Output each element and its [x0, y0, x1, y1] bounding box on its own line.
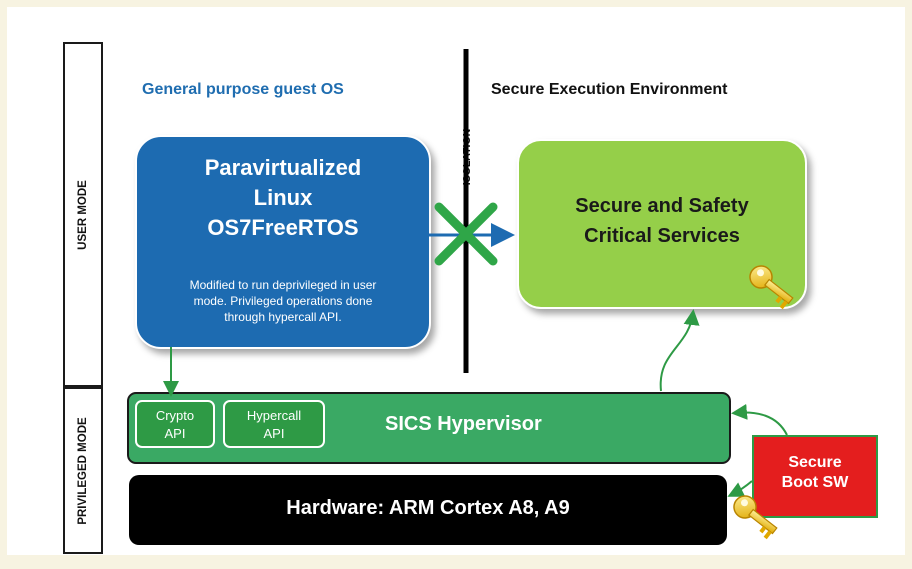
key-icon	[749, 265, 794, 310]
privileged-mode-label-box: PRIVILEGED MODE	[63, 387, 103, 554]
secure-title-line1: Secure and Safety	[575, 195, 749, 217]
hardware-title: Hardware: ARM Cortex A8, A9	[286, 497, 570, 519]
secure-box-title: Secure and Safety Critical Services	[519, 191, 805, 251]
linux-title-line3: OS7FreeRTOS	[207, 215, 359, 240]
hypercall-api-line1: Hypercall	[246, 408, 302, 423]
paravirtualized-linux-box: Paravirtualized Linux OS7FreeRTOS Modifi…	[135, 135, 431, 349]
cross-icon	[434, 202, 498, 266]
linux-box-title: Paravirtualized Linux OS7FreeRTOS	[137, 153, 429, 243]
boot-to-hardware-arrow	[727, 480, 753, 497]
user-mode-label-box: USER MODE	[63, 42, 103, 387]
hardware-bar	[129, 475, 727, 545]
secure-boot-box: Secure Boot SW	[752, 435, 878, 518]
key-icon	[733, 495, 778, 540]
hypervisor-to-secure-arrow	[659, 309, 700, 392]
hypercall-api-box: Hypercall API	[223, 400, 325, 448]
linux-desc-line2: mode. Privileged operations done	[193, 294, 373, 308]
linux-title-line1: Paravirtualized	[204, 155, 362, 180]
linux-title-line2: Linux	[253, 185, 313, 210]
linux-desc-line1: Modified to run deprivileged in user	[189, 278, 377, 292]
secure-title-line2: Critical Services	[584, 225, 740, 247]
secure-boot-line1: Secure	[788, 454, 842, 471]
secure-env-heading: Secure Execution Environment	[491, 81, 728, 98]
hypercall-api-line2: API	[263, 426, 285, 441]
crypto-api-line2: API	[164, 426, 186, 441]
crypto-api-line1: Crypto	[155, 408, 195, 423]
linux-box-description: Modified to run deprivileged in user mod…	[149, 277, 417, 325]
secure-boot-line2: Boot SW	[781, 474, 849, 491]
diagram-graphics	[163, 49, 794, 540]
hypervisor-title: SICS Hypervisor	[385, 413, 542, 435]
crypto-api-box: Crypto API	[135, 400, 215, 448]
diagram-canvas: USER MODE PRIVILEGED MODE General purpos…	[7, 7, 905, 555]
boot-to-hypervisor-arrow	[731, 403, 788, 436]
linux-desc-line3: through hypercall API.	[224, 310, 342, 324]
guest-os-heading: General purpose guest OS	[142, 81, 344, 98]
